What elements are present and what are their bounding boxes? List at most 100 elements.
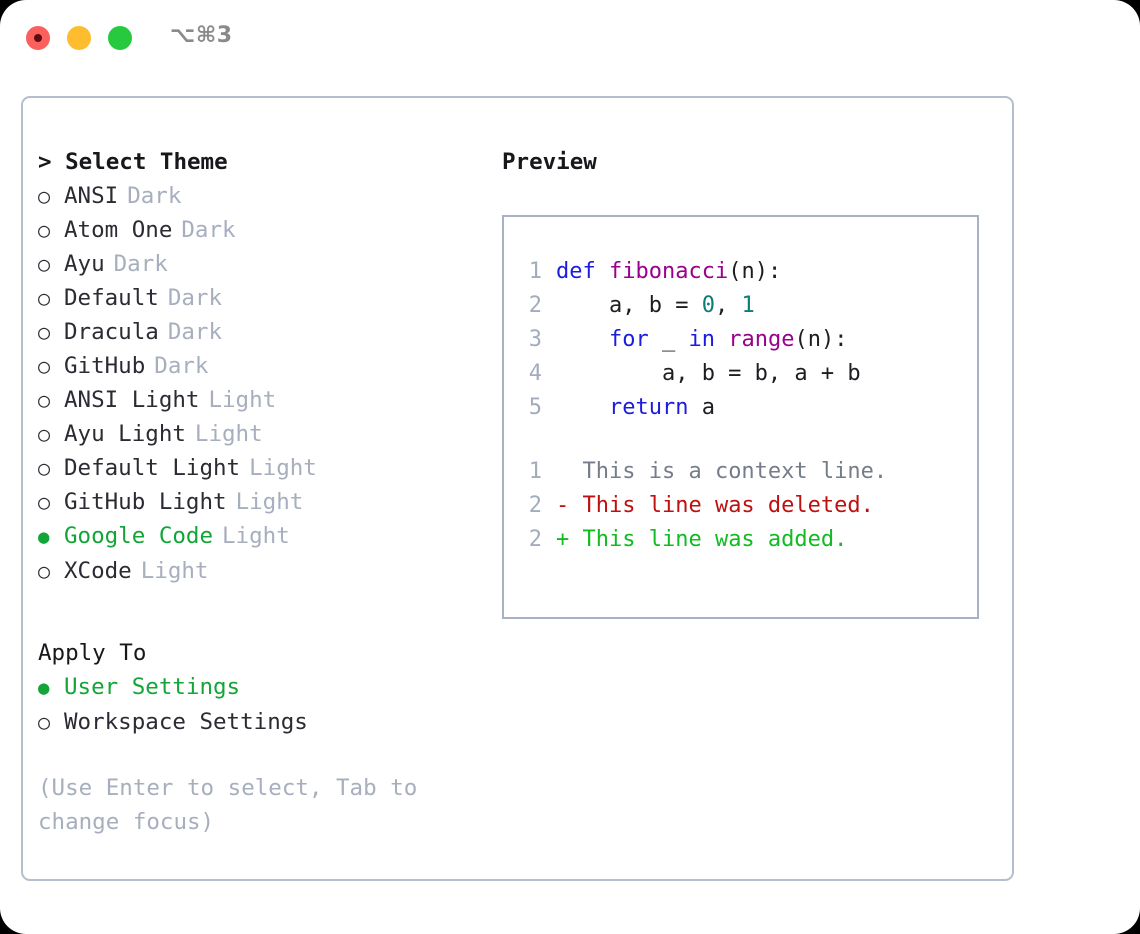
diff-marker [556,455,569,489]
diff-line: 2 + This line was added. [516,523,971,557]
code-token-fn: fibonacci [608,259,729,284]
apply-to-header: Apply To [38,640,147,666]
radio-unselected-icon: ○ [38,710,51,734]
maximize-button[interactable] [108,26,132,50]
theme-option-tag: Dark [113,251,168,277]
radio-unselected-icon: ○ [38,388,51,412]
code-line-text: def fibonacci(n): [556,255,781,289]
close-button[interactable] [26,26,50,50]
code-token-plain: , [714,293,742,318]
code-line: 2 a, b = 0, 1 [516,289,971,323]
code-token-fn: range [728,327,795,352]
radio-unselected-icon: ○ [38,218,51,242]
theme-option-tag: Light [235,489,304,515]
apply-to-list: ● User Settings ○ Workspace Settings [38,670,478,739]
code-line: 4 a, b = b, a + b [516,357,971,391]
code-token-kw: in [688,327,715,352]
theme-option-label: ANSI Light [64,387,200,413]
code-token-kw: def [556,259,609,284]
code-token-num: 0 [701,293,715,318]
radio-unselected-icon: ○ [38,354,51,378]
line-number: 2 [528,493,542,518]
diff-line: 1 This is a context line. [516,455,971,489]
radio-unselected-icon: ○ [38,252,51,276]
theme-option-tag: Light [140,558,209,584]
radio-unselected-icon: ○ [38,286,51,310]
line-number: 1 [528,459,542,484]
radio-unselected-icon: ○ [38,422,51,446]
code-token-plain: a [688,395,715,420]
diff-line-text: This is a context line. [569,459,888,484]
radio-selected-icon: ● [38,677,50,699]
theme-option-tag: Light [194,421,263,447]
theme-option-label: Dracula [64,319,159,345]
diff-marker: - [556,493,570,518]
line-number: 5 [528,395,542,420]
keyboard-hint-text: (Use Enter to select, Tab to change focu… [38,775,431,835]
line-number: 3 [528,327,542,352]
theme-option-label: Atom One [64,217,173,243]
theme-option-label: XCode [64,558,132,584]
theme-option-tag: Dark [154,353,209,379]
line-number: 1 [528,259,542,284]
keyboard-shortcut-label: ⌥⌘3 [170,23,233,48]
radio-unselected-icon: ○ [38,320,51,344]
theme-option-tag: Light [222,523,290,549]
code-token-plain: a, b = [556,293,702,318]
window-controls [26,26,132,50]
title-bar: ⌥⌘3 [0,0,1140,78]
apply-to-option-label: User Settings [64,674,241,700]
diff-line: 2- This line was deleted. [516,489,971,523]
diff-line-text: This line was added. [569,527,848,552]
theme-option-ayu[interactable]: ○ Ayu Dark [38,247,478,281]
code-token-plain: _ [648,327,689,352]
theme-option-label: Ayu [64,251,105,277]
code-line-text: a, b = 0, 1 [556,289,755,323]
diff-line-text: This line was deleted. [569,493,874,518]
diff-marker: + [556,527,570,552]
code-token-kw: return [608,395,689,420]
preview-divider [516,425,971,455]
code-line-text: a, b = b, a + b [556,357,861,391]
theme-option-label: ANSI [64,183,119,209]
theme-option-tag: Dark [181,217,236,243]
select-theme-header: > Select Theme [38,149,228,175]
theme-option-atom-one[interactable]: ○ Atom One Dark [38,213,478,247]
code-line: 5 return a [516,391,971,425]
line-number: 2 [528,293,542,318]
radio-unselected-icon: ○ [38,490,51,514]
minimize-button[interactable] [67,26,91,50]
theme-option-label: Google Code [64,523,214,549]
theme-option-tag: Dark [127,183,182,209]
code-line: 3 for _ in range(n): [516,323,971,357]
code-token-kw: for [608,327,649,352]
line-number: 2 [528,527,542,552]
code-token-plain: a, b = b, a + b [556,361,861,386]
apply-to-option-workspace-settings[interactable]: ○ Workspace Settings [38,705,478,739]
apply-to-option-label: Workspace Settings [64,709,308,735]
apply-to-option-user-settings[interactable]: ● User Settings [38,670,478,705]
code-token-plain [715,327,728,352]
radio-unselected-icon: ○ [38,456,51,480]
code-line: 1 def fibonacci(n): [516,255,971,289]
code-token-num: 1 [741,293,755,318]
code-token-plain: (n): [794,327,848,352]
theme-option-tag: Dark [167,285,223,311]
theme-option-tag: Light [249,455,317,481]
